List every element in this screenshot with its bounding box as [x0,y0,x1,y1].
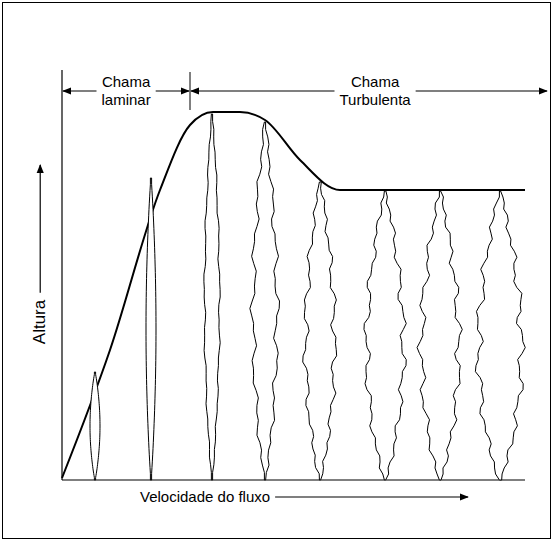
flame-outline [90,372,100,480]
flame-outline [475,191,525,480]
frame [3,3,551,539]
flame-outline [204,114,220,480]
dimension-arrow [191,90,335,91]
flame-outline [250,122,280,480]
flame-outline [417,191,462,480]
flame-outline [364,191,406,480]
axis-title: Velocidade do fluxo [140,488,270,506]
flame-outline [303,182,337,480]
region-label: Chama laminar [102,73,151,109]
flame-outline [146,178,156,480]
dimension-arrow [40,165,41,293]
dimension-arrow [63,90,97,91]
region-divider [190,72,191,110]
x-axis [62,479,525,480]
y-axis [61,70,62,480]
axis-title: Altura [31,300,49,344]
region-label: Chama Turbulenta [340,73,411,109]
dimension-arrow [416,90,547,91]
dimension-arrow [156,90,189,91]
dimension-arrow [275,496,468,497]
